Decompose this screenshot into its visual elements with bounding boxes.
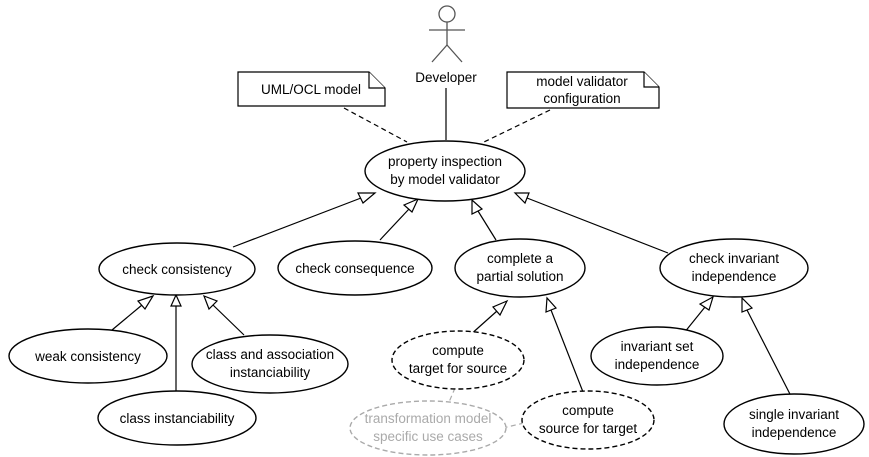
use-case-check-consistency: check consistency — [98, 242, 256, 296]
use-case-label: class instanciability — [120, 411, 235, 426]
generalization-edge — [379, 208, 410, 241]
use-case-check-consequence: check consequence — [277, 240, 433, 296]
validator-configuration-label: configuration — [543, 91, 620, 106]
use-case-label: instanciability — [230, 365, 311, 380]
uml-ocl-model-note: UML/OCL model — [237, 71, 386, 107]
use-case-property-inspection: property inspection by model validator — [364, 140, 526, 202]
config-dependency — [483, 109, 551, 143]
uml-ocl-model-label: UML/OCL model — [261, 82, 361, 97]
generalization-edge — [477, 210, 497, 241]
use-case-label: compute — [432, 343, 484, 358]
use-case-label: target for source — [409, 361, 507, 376]
use-case-label: check consistency — [122, 262, 232, 277]
use-case-label: complete a — [487, 251, 554, 266]
use-case-label: weak consistency — [34, 349, 141, 364]
use-case-weak-consistency: weak consistency — [8, 328, 168, 384]
use-case-transformation-model: transformation model specific use cases — [349, 400, 507, 456]
use-case-label: property inspection — [388, 154, 502, 169]
use-case-label: class and association — [206, 347, 334, 362]
use-case-label: by model validator — [390, 172, 500, 187]
use-case-label: single invariant — [749, 407, 839, 422]
use-case-check-invariant-independence: check invariant independence — [659, 238, 809, 298]
generalization-edge — [111, 304, 143, 331]
generalization-edge — [212, 304, 245, 336]
validator-configuration-label: model validator — [536, 74, 628, 89]
use-case-label: check invariant — [689, 251, 779, 266]
use-case-label: source for target — [539, 421, 638, 436]
developer-actor — [429, 5, 465, 63]
use-case-label: independence — [692, 269, 777, 284]
validator-configuration-note: model validator configuration — [506, 71, 660, 109]
use-case-complete-partial-solution: complete a partial solution — [454, 238, 586, 298]
transformation-link — [443, 387, 456, 415]
use-case-class-association-instanciability: class and association instanciability — [191, 334, 349, 394]
use-case-compute-source-for-target: compute source for target — [521, 390, 655, 450]
use-case-label: invariant set — [621, 339, 694, 354]
use-case-invariant-set-independence: invariant set independence — [590, 326, 724, 386]
generalization-edge — [232, 197, 362, 248]
use-case-label: independence — [615, 357, 700, 372]
use-case-label: compute — [562, 403, 614, 418]
use-case-class-instanciability: class instanciability — [97, 390, 257, 446]
generalization-edge — [746, 309, 794, 401]
use-case-label: independence — [752, 425, 837, 440]
generalization-edge — [526, 197, 669, 254]
generalization-edge — [683, 306, 706, 334]
generalization-edge — [550, 309, 584, 393]
use-case-label: check consequence — [295, 261, 414, 276]
generalization-edges — [111, 192, 794, 401]
developer-label: Developer — [415, 70, 477, 85]
use-case-label: transformation model — [365, 411, 492, 426]
model-dependency — [343, 107, 408, 143]
use-case-label: partial solution — [476, 269, 563, 284]
use-case-label: specific use cases — [373, 429, 483, 444]
use-case-single-invariant-independence: single invariant independence — [723, 393, 865, 455]
use-case-compute-target-for-source: compute target for source — [391, 330, 525, 390]
